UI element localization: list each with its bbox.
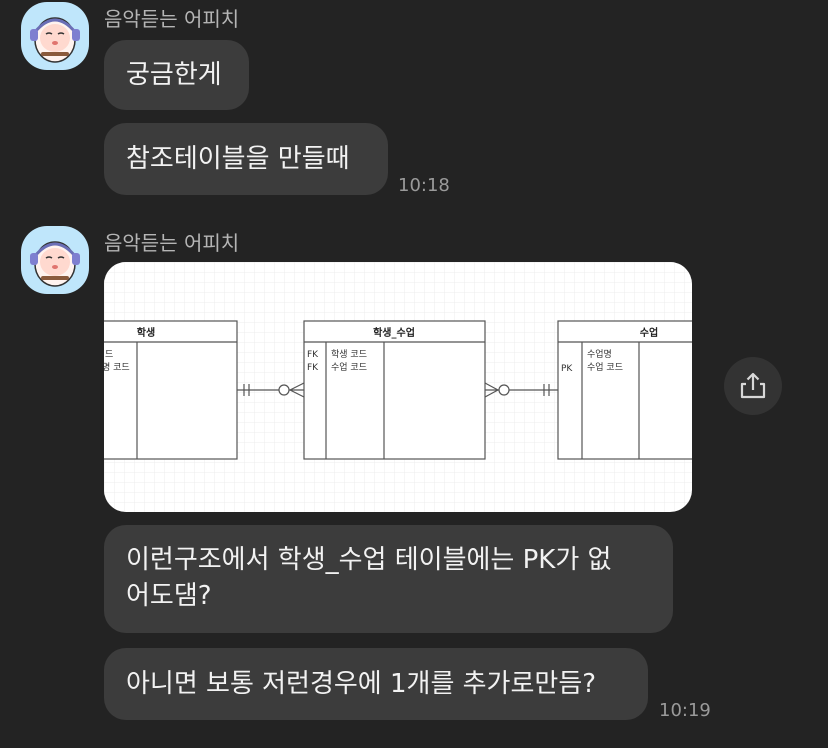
sender-avatar[interactable] — [21, 2, 89, 70]
table-enroll-field: 학생 코드 — [331, 349, 367, 360]
message-text: 궁금한게 — [126, 60, 222, 90]
sender-avatar[interactable] — [21, 226, 89, 294]
table-student: 학생 드 명 코드 — [104, 320, 238, 460]
message-text: 이런구조에서 학생_수업 테이블에는 PK가 없 — [126, 545, 612, 575]
sender-name: 음악듣는 어피치 — [104, 231, 240, 255]
erd-diagram: 학생 드 명 코드 학생_수업 FK FK 학생 코드 수업 코드 — [104, 262, 692, 512]
apeach-avatar-icon — [30, 241, 80, 287]
table-class-field: 수업 코드 — [587, 362, 623, 373]
relation-enroll-class — [484, 382, 558, 398]
message-bubble[interactable]: 궁금한게 — [104, 40, 249, 110]
table-class-field: 수업명 — [587, 349, 612, 360]
table-enroll-title: 학생_수업 — [373, 326, 415, 339]
message-bubble[interactable]: 아니면 보통 저런경우에 1개를 추가로만듬? — [104, 648, 648, 720]
message-text: 어도댐? — [126, 581, 212, 611]
table-student-row1: 드 — [105, 350, 113, 360]
message-bubble[interactable]: 이런구조에서 학생_수업 테이블에는 PK가 없 어도댐? — [104, 525, 673, 633]
table-student-title: 학생 — [137, 326, 155, 339]
table-class: 수업 PK 수업명 수업 코드 — [557, 320, 692, 460]
message-text: 참조테이블을 만들때 — [126, 144, 350, 174]
table-enroll: 학생_수업 FK FK 학생 코드 수업 코드 — [303, 320, 486, 460]
table-enroll-key: FK — [307, 363, 319, 373]
message-text: 아니면 보통 저런경우에 1개를 추가로만듬? — [126, 669, 597, 699]
table-class-title: 수업 — [640, 326, 658, 339]
table-class-key: PK — [561, 364, 573, 374]
message-time: 10:18 — [398, 175, 450, 196]
relation-student-enroll — [237, 382, 305, 398]
image-message[interactable]: 학생 드 명 코드 학생_수업 FK FK 학생 코드 수업 코드 — [104, 262, 692, 512]
table-enroll-key: FK — [307, 350, 319, 360]
share-button[interactable] — [724, 357, 782, 415]
table-student-row2: 명 코드 — [104, 362, 130, 373]
apeach-avatar-icon — [30, 17, 80, 63]
share-icon — [740, 372, 766, 399]
table-enroll-field: 수업 코드 — [331, 362, 367, 373]
message-time: 10:19 — [659, 700, 711, 721]
message-bubble[interactable]: 참조테이블을 만들때 — [104, 123, 388, 195]
sender-name: 음악듣는 어피치 — [104, 7, 240, 31]
